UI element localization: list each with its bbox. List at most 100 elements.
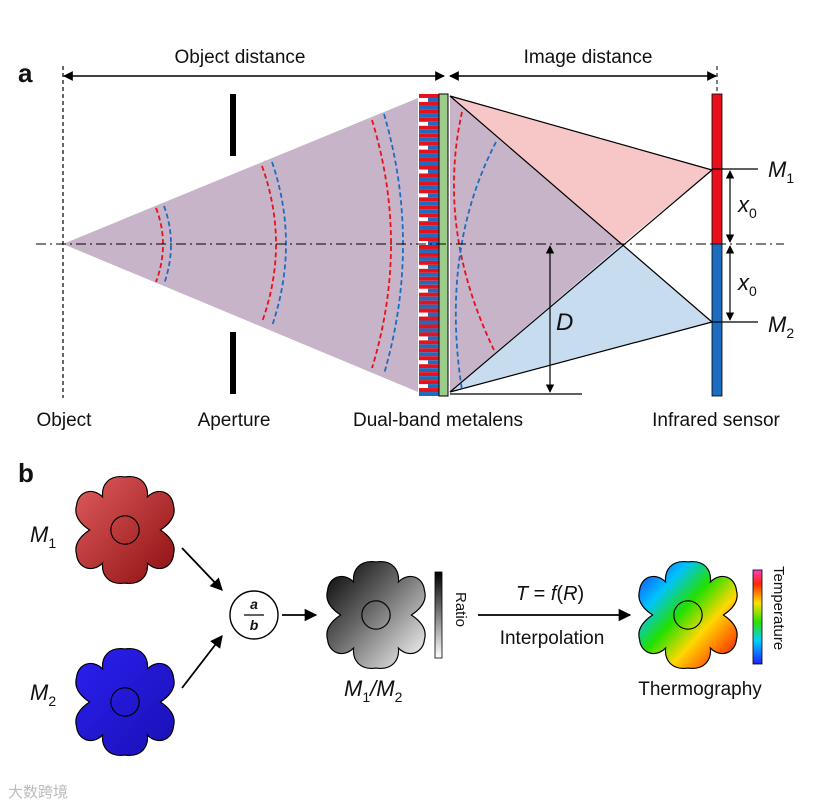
m1-label: M1 [768,157,794,186]
metalens-blue-stripe [428,97,439,102]
metalens-blue-stripe [428,145,439,150]
metalens-blue-stripe [428,169,439,174]
metalens-blue-stripe [419,376,439,381]
metalens-red-stripe [419,380,439,385]
ray-upper-top [449,95,713,171]
d-label: D [556,309,573,336]
thermography-label: Thermography [638,679,762,700]
metalens-blue-stripe [419,137,439,142]
metalens-blue-stripe [428,384,439,389]
m2-label: M2 [768,312,794,341]
metalens-blue-stripe [419,161,439,166]
metalens-red-stripe [419,340,439,345]
sensor-blue [711,243,723,397]
watermark: 大数跨境 [8,783,68,801]
metalens-red-stripe [419,324,439,329]
arrow-m2-to-ratio [181,635,223,689]
ray-lower-cross [449,169,713,393]
metalens-blue-stripe [419,177,439,182]
metalens-blue-stripe [428,264,439,269]
metalens-red-stripe [419,221,439,226]
metalens-red-stripe [419,205,439,210]
ratio-caption: M1/M2 [344,676,403,705]
metalens-red-stripe [419,133,439,138]
metalens-blue-stripe [428,121,439,126]
metalens-red-stripe [419,101,439,106]
aperture-top [230,94,236,156]
fraction-denominator: b [250,617,259,633]
metalens-pattern [419,94,439,396]
metalens-blue-stripe [428,241,439,245]
object-label: Object [37,410,93,431]
equation: T = f(R) [516,583,584,605]
m2-flower [75,647,175,757]
thermography-flower [638,560,738,670]
metalens-blue-stripe [419,368,439,373]
metalens-red-stripe [419,356,439,361]
metalens-blue-stripe [419,248,439,253]
metalens-blue-stripe [419,344,439,349]
metalens-blue-stripe [419,225,439,230]
metalens-blue-stripe [428,193,439,198]
metalens-blue-stripe [428,217,439,222]
metalens-red-stripe [419,237,439,242]
metalens-red-stripe [419,229,439,234]
metalens-red-stripe [419,372,439,377]
metalens-red-stripe [419,94,439,98]
metalens-blue-stripe [419,280,439,285]
metalens-blue-stripe [419,320,439,325]
upper-triangle [450,96,712,244]
metalens-blue-stripe [428,360,439,365]
interpolation-label: Interpolation [500,628,605,649]
metalens-red-stripe [419,189,439,194]
ratio-flower [326,560,426,670]
metalens-red-stripe [419,197,439,202]
ray-lower-bottom [449,321,713,393]
m1-flower [75,475,175,585]
m1-b-label: M1 [30,522,56,551]
metalens-label: Dual-band metalens [353,410,523,431]
metalens-red-stripe [419,181,439,186]
metalens-red-stripe [419,173,439,178]
metalens-blue-stripe [419,304,439,309]
metalens-blue-stripe [428,288,439,293]
metalens-blue-stripe [419,113,439,118]
metalens-red-stripe [419,332,439,337]
metalens-red-stripe [419,245,439,249]
metalens-blue-stripe [419,272,439,277]
panel-b-label: b [18,458,34,488]
metalens-blue-stripe [419,392,439,396]
arrow-m1-to-ratio [181,547,223,591]
metalens-red-stripe [419,141,439,146]
metalens-red-stripe [419,388,439,393]
metalens-red-stripe [419,284,439,289]
ratio-colorbar-label: Ratio [452,592,469,627]
metalens-red-stripe [419,260,439,265]
image-distance-label: Image distance [524,47,653,68]
metalens-red-stripe [419,157,439,162]
metalens-red-stripe [419,109,439,114]
metalens-blue-stripe [419,129,439,134]
metalens-blue-stripe [419,296,439,301]
metalens-red-stripe [419,300,439,305]
sensor-label: Infrared sensor [652,410,780,431]
light-cone [63,98,418,392]
metalens-blue-stripe [428,336,439,341]
x0-lower-label: x0 [737,270,757,299]
fraction-numerator: a [250,596,258,612]
metalens-blue-stripe [419,233,439,238]
metalens-red-stripe [419,364,439,369]
metalens-blue-stripe [419,209,439,214]
metalens-red-stripe [419,348,439,353]
metalens-red-stripe [419,252,439,257]
lower-triangle [450,244,712,392]
metalens-blue-stripe [419,328,439,333]
temperature-colorbar [752,569,763,665]
metalens-red-stripe [419,268,439,273]
aperture-bottom [230,332,236,394]
metalens-red-stripe [419,213,439,218]
ratio-colorbar [434,571,443,659]
temperature-colorbar-label: Temperature [770,566,787,650]
